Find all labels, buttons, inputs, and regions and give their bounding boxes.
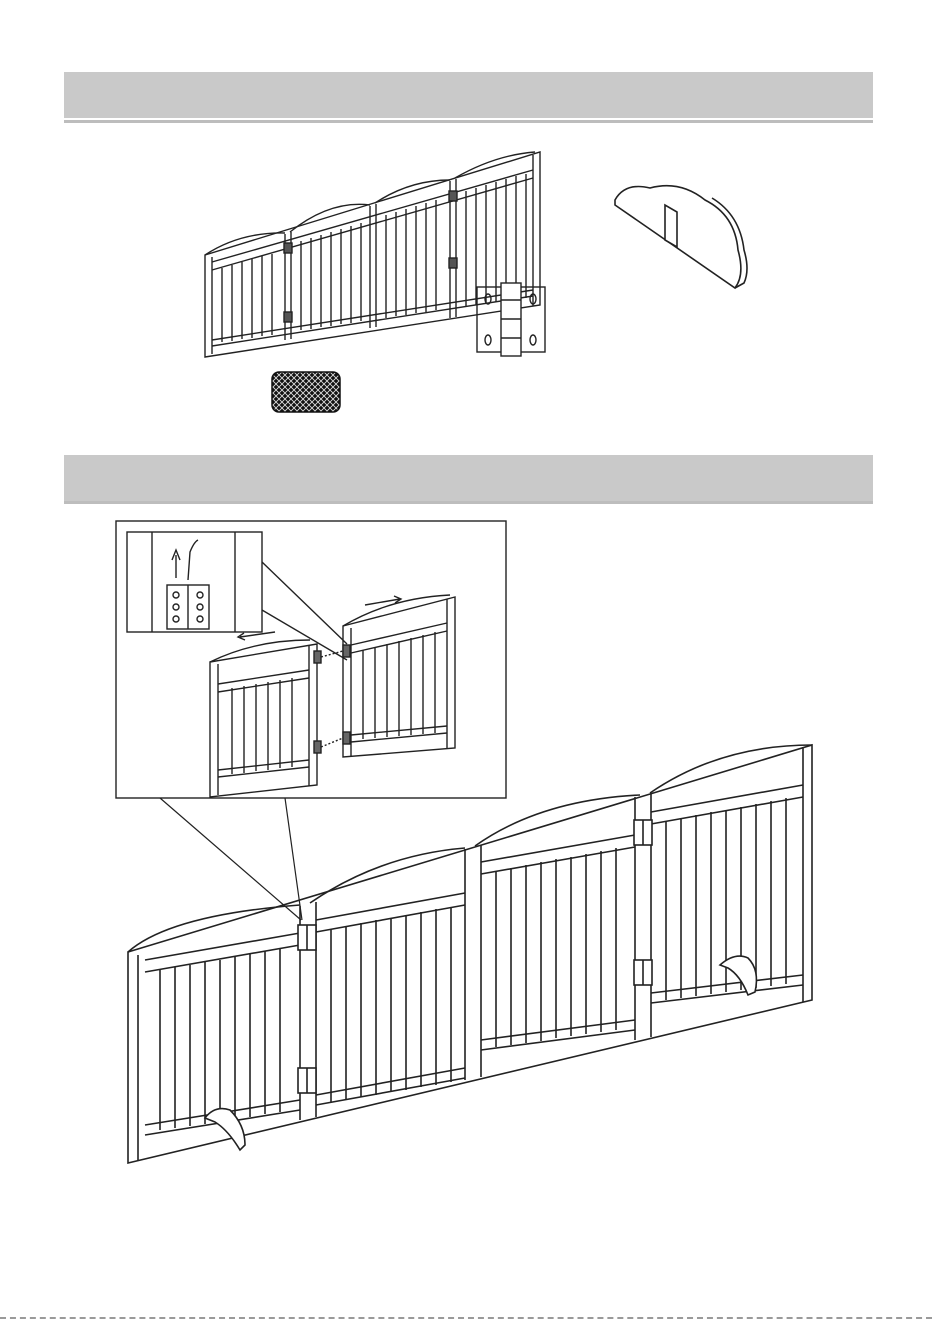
hinge-icon <box>477 283 545 356</box>
assembled-fence-icon <box>128 745 812 1163</box>
page-bottom-edge <box>0 1317 932 1319</box>
folding-fence-icon <box>205 152 540 357</box>
callout-lines <box>160 798 302 920</box>
rubber-pad-icon <box>272 372 340 412</box>
hinge-detail-icon <box>116 521 506 798</box>
support-foot-icon <box>615 186 747 288</box>
